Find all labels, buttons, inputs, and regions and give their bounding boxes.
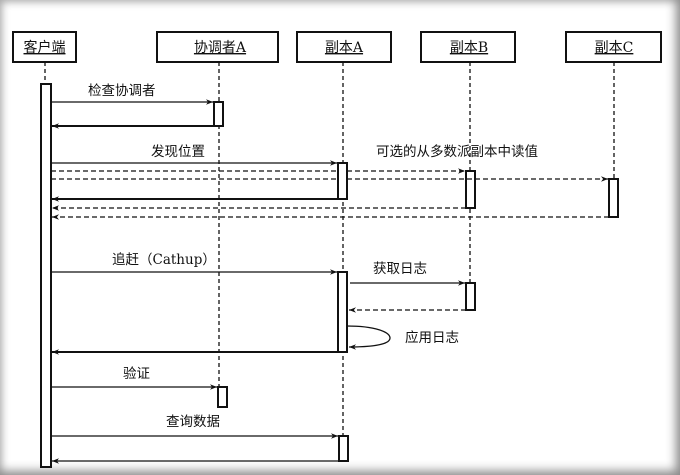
participant-label: 副本B xyxy=(450,40,488,56)
activation-replica-b-log xyxy=(465,282,476,311)
message-label: 追赶（Cathup） xyxy=(112,252,216,268)
activation-replica-c-read xyxy=(608,178,619,218)
message-label: 检查协调者 xyxy=(88,83,156,99)
activation-coordinator-check xyxy=(213,101,224,127)
activation-replica-a-query xyxy=(338,435,349,462)
participant-label: 协调者A xyxy=(194,40,247,56)
message-label: 验证 xyxy=(123,366,150,382)
participant-label: 客户端 xyxy=(24,39,66,56)
message-label: 发现位置 xyxy=(151,144,205,160)
participant-replica-c: 副本C xyxy=(565,31,662,63)
participant-coordinator-a: 协调者A xyxy=(156,31,279,63)
participant-label: 副本A xyxy=(325,40,364,56)
message-label: 可选的从多数派副本中读值 xyxy=(376,143,538,160)
activation-replica-a-locate xyxy=(337,162,348,200)
message-label: 应用日志 xyxy=(405,329,459,346)
activation-client xyxy=(40,83,52,468)
participant-client: 客户端 xyxy=(12,31,77,63)
activation-replica-a-catchup xyxy=(337,271,348,353)
participant-replica-a: 副本A xyxy=(296,31,392,63)
activation-coordinator-verify xyxy=(217,386,228,408)
participant-replica-b: 副本B xyxy=(420,31,516,63)
self-message-arrow xyxy=(346,325,391,350)
participant-label: 副本C xyxy=(595,40,634,56)
message-label: 查询数据 xyxy=(166,414,220,430)
activation-replica-b-read xyxy=(465,170,476,209)
message-label: 获取日志 xyxy=(373,261,427,277)
